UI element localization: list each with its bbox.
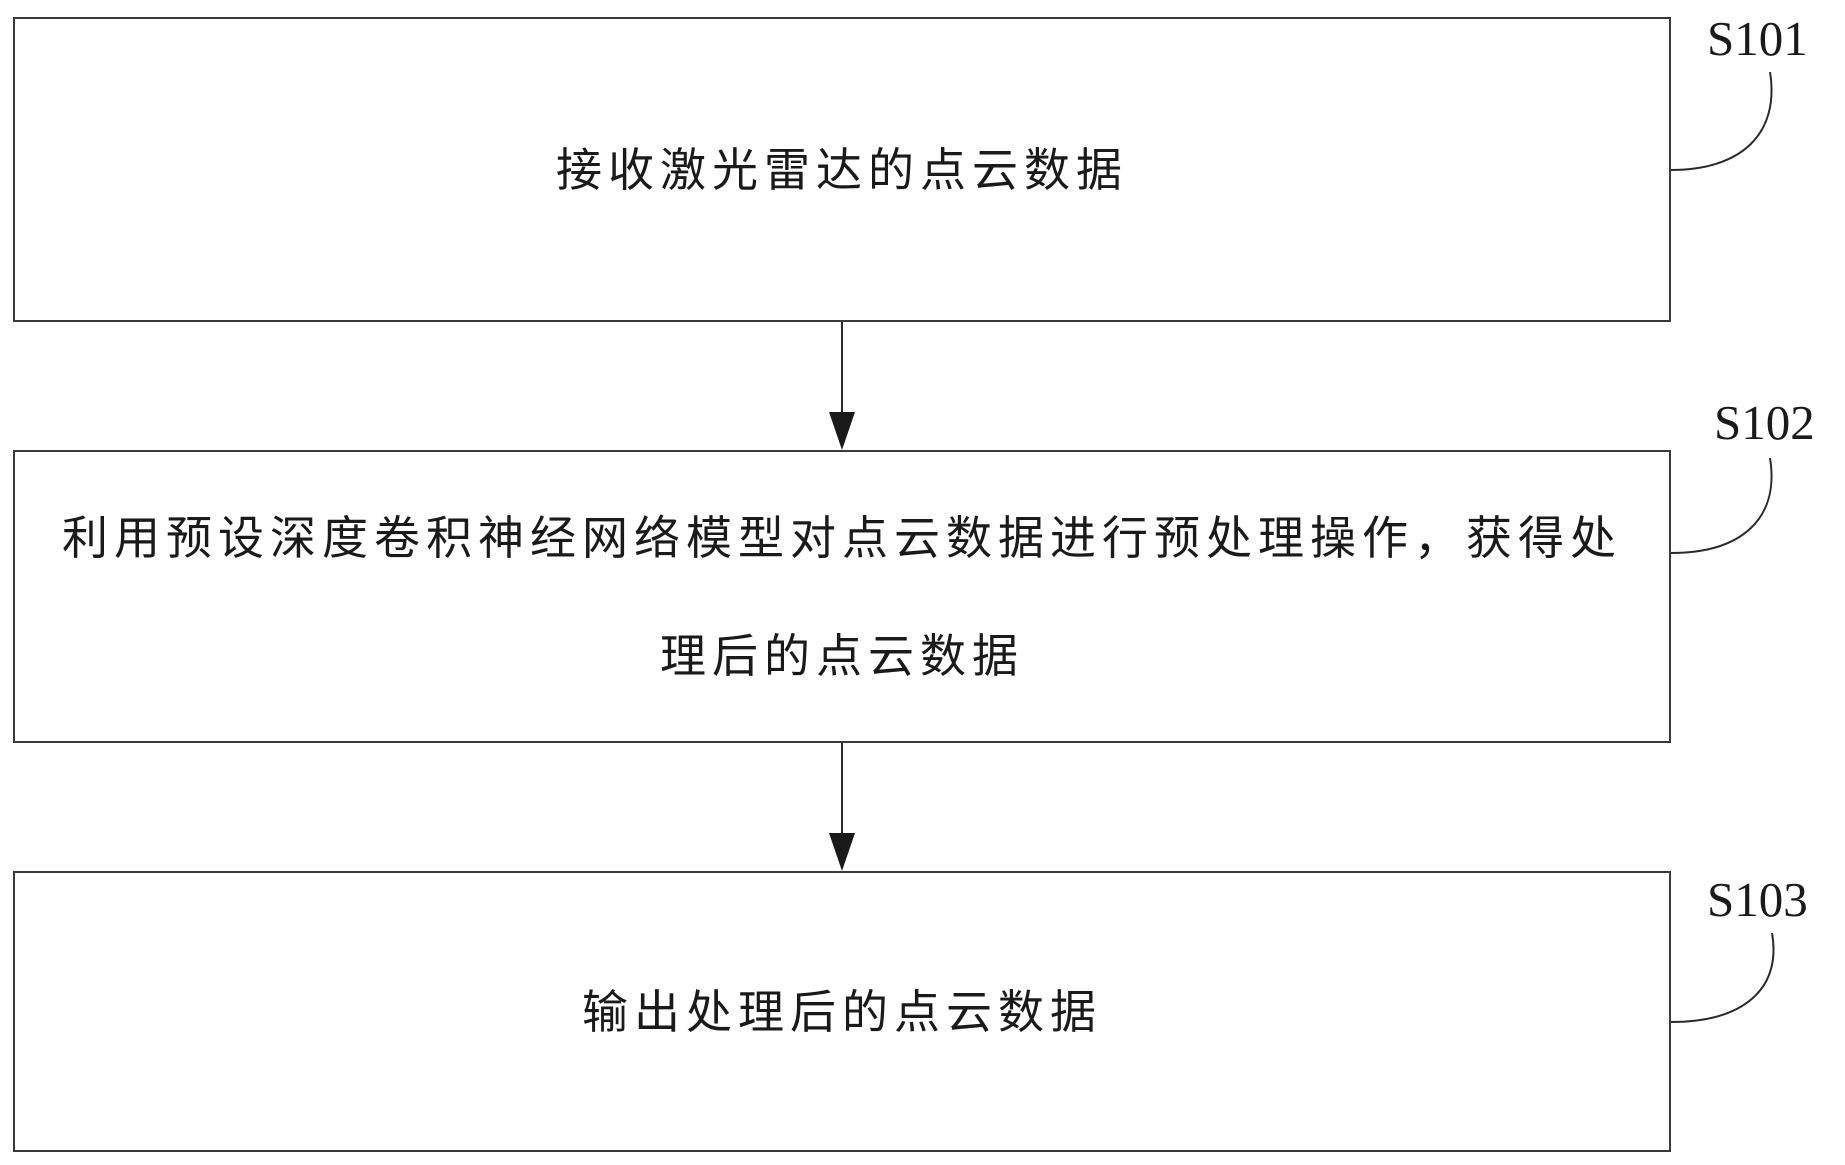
leader-curve-s101 bbox=[1670, 71, 1773, 171]
step-label-s101: S101 bbox=[1707, 11, 1808, 66]
step-box-s103: 输出处理后的点云数据 bbox=[13, 871, 1671, 1152]
leader-curve-s103 bbox=[1670, 932, 1775, 1023]
step-text-s101: 接收激光雷达的点云数据 bbox=[556, 142, 1128, 197]
step-label-s103: S103 bbox=[1707, 872, 1808, 927]
flow-arrow-s101-s102 bbox=[829, 322, 855, 450]
leader-curve-s102 bbox=[1670, 457, 1773, 554]
step-box-s101: 接收激光雷达的点云数据 bbox=[13, 17, 1671, 322]
step-text-s102: 利用预设深度卷积神经网络模型对点云数据进行预处理操作，获得处理后的点云数据 bbox=[62, 510, 1622, 683]
step-text-s103: 输出处理后的点云数据 bbox=[582, 984, 1102, 1039]
step-box-s102: 利用预设深度卷积神经网络模型对点云数据进行预处理操作，获得处理后的点云数据 bbox=[13, 450, 1671, 743]
flow-arrow-s102-s103 bbox=[829, 743, 855, 871]
step-label-s102: S102 bbox=[1714, 395, 1815, 450]
